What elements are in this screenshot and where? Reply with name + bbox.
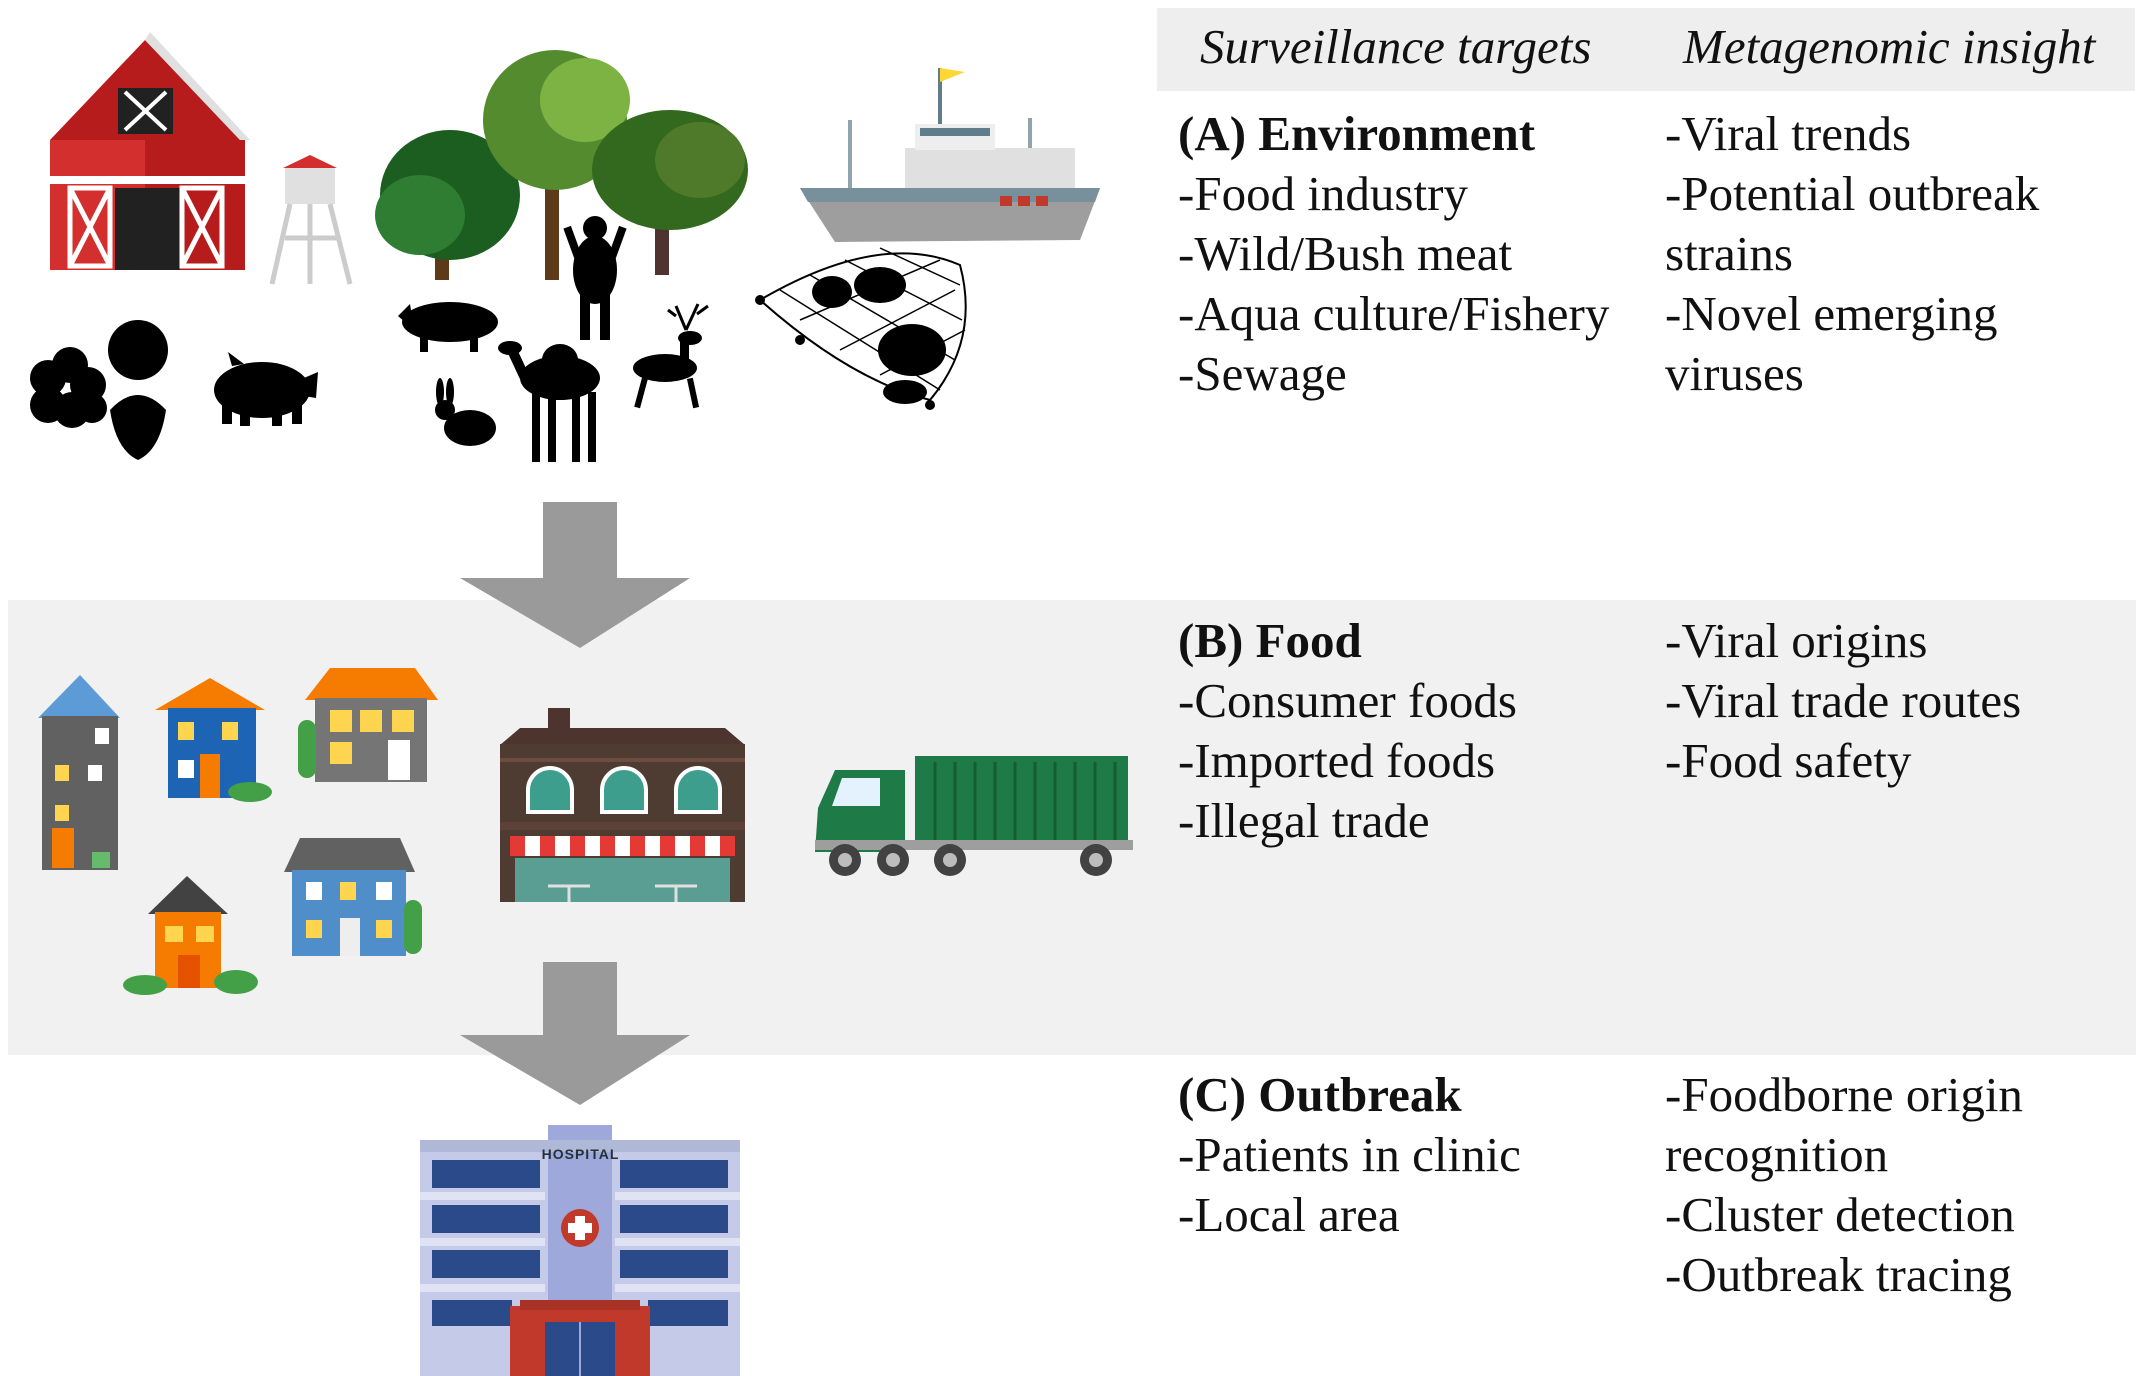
down-arrow-icon: [460, 962, 690, 1105]
target-item: -Sewage: [1178, 346, 1347, 401]
food-insights: -Viral origins -Viral trade routes -Food…: [1665, 611, 2125, 791]
hospital-icon: [420, 1125, 740, 1376]
surveillance-targets-header: Surveillance targets: [1200, 19, 1592, 74]
target-item: -Illegal trade: [1178, 793, 1430, 848]
trees-icon: [375, 50, 748, 280]
fishing-ship-icon: [800, 68, 1100, 242]
insight-item: -Foodborne origin recognition: [1665, 1067, 2023, 1182]
food-silhouettes-icon: [30, 320, 318, 460]
environment-title: (A) Environment: [1178, 106, 1536, 161]
environment-targets: (A) Environment -Food industry -Wild/Bus…: [1178, 104, 1609, 404]
target-item: -Local area: [1178, 1187, 1400, 1242]
wild-animals-icon: [398, 216, 709, 462]
outbreak-insights: -Foodborne origin recognition -Cluster d…: [1665, 1065, 2125, 1305]
insight-item: -Cluster detection: [1665, 1187, 2015, 1242]
insight-item: -Viral trade routes: [1665, 673, 2022, 728]
down-arrow-icon: [460, 502, 690, 648]
truck-icon: [815, 756, 1133, 876]
table-header-band: [1157, 8, 2135, 91]
food-title: (B) Food: [1178, 613, 1362, 668]
barn-icon: [50, 32, 250, 270]
insight-item: -Novel emerging viruses: [1665, 286, 1998, 401]
metagenomic-insight-header: Metagenomic insight: [1683, 19, 2096, 74]
insight-item: -Viral origins: [1665, 613, 1928, 668]
food-targets: (B) Food -Consumer foods -Imported foods…: [1178, 611, 1517, 851]
outbreak-targets: (C) Outbreak -Patients in clinic -Local …: [1178, 1065, 1521, 1245]
water-tower-icon: [269, 155, 353, 285]
hospital-sign: HOSPITAL: [541, 1146, 620, 1162]
target-item: -Wild/Bush meat: [1178, 226, 1513, 281]
restaurant-icon: [500, 708, 745, 902]
fishing-net-icon: [755, 247, 967, 410]
outbreak-title: (C) Outbreak: [1178, 1067, 1462, 1122]
insight-item: -Outbreak tracing: [1665, 1247, 2012, 1302]
target-item: -Imported foods: [1178, 733, 1496, 788]
houses-icon: [38, 668, 438, 995]
target-item: -Aqua culture/Fishery: [1178, 286, 1610, 341]
insight-item: -Potential outbreak strains: [1665, 166, 2040, 281]
environment-insights: -Viral trends -Potential outbreak strain…: [1665, 104, 2125, 404]
insight-item: -Viral trends: [1665, 106, 1912, 161]
target-item: -Food industry: [1178, 166, 1468, 221]
insight-item: -Food safety: [1665, 733, 1912, 788]
target-item: -Consumer foods: [1178, 673, 1517, 728]
target-item: -Patients in clinic: [1178, 1127, 1521, 1182]
